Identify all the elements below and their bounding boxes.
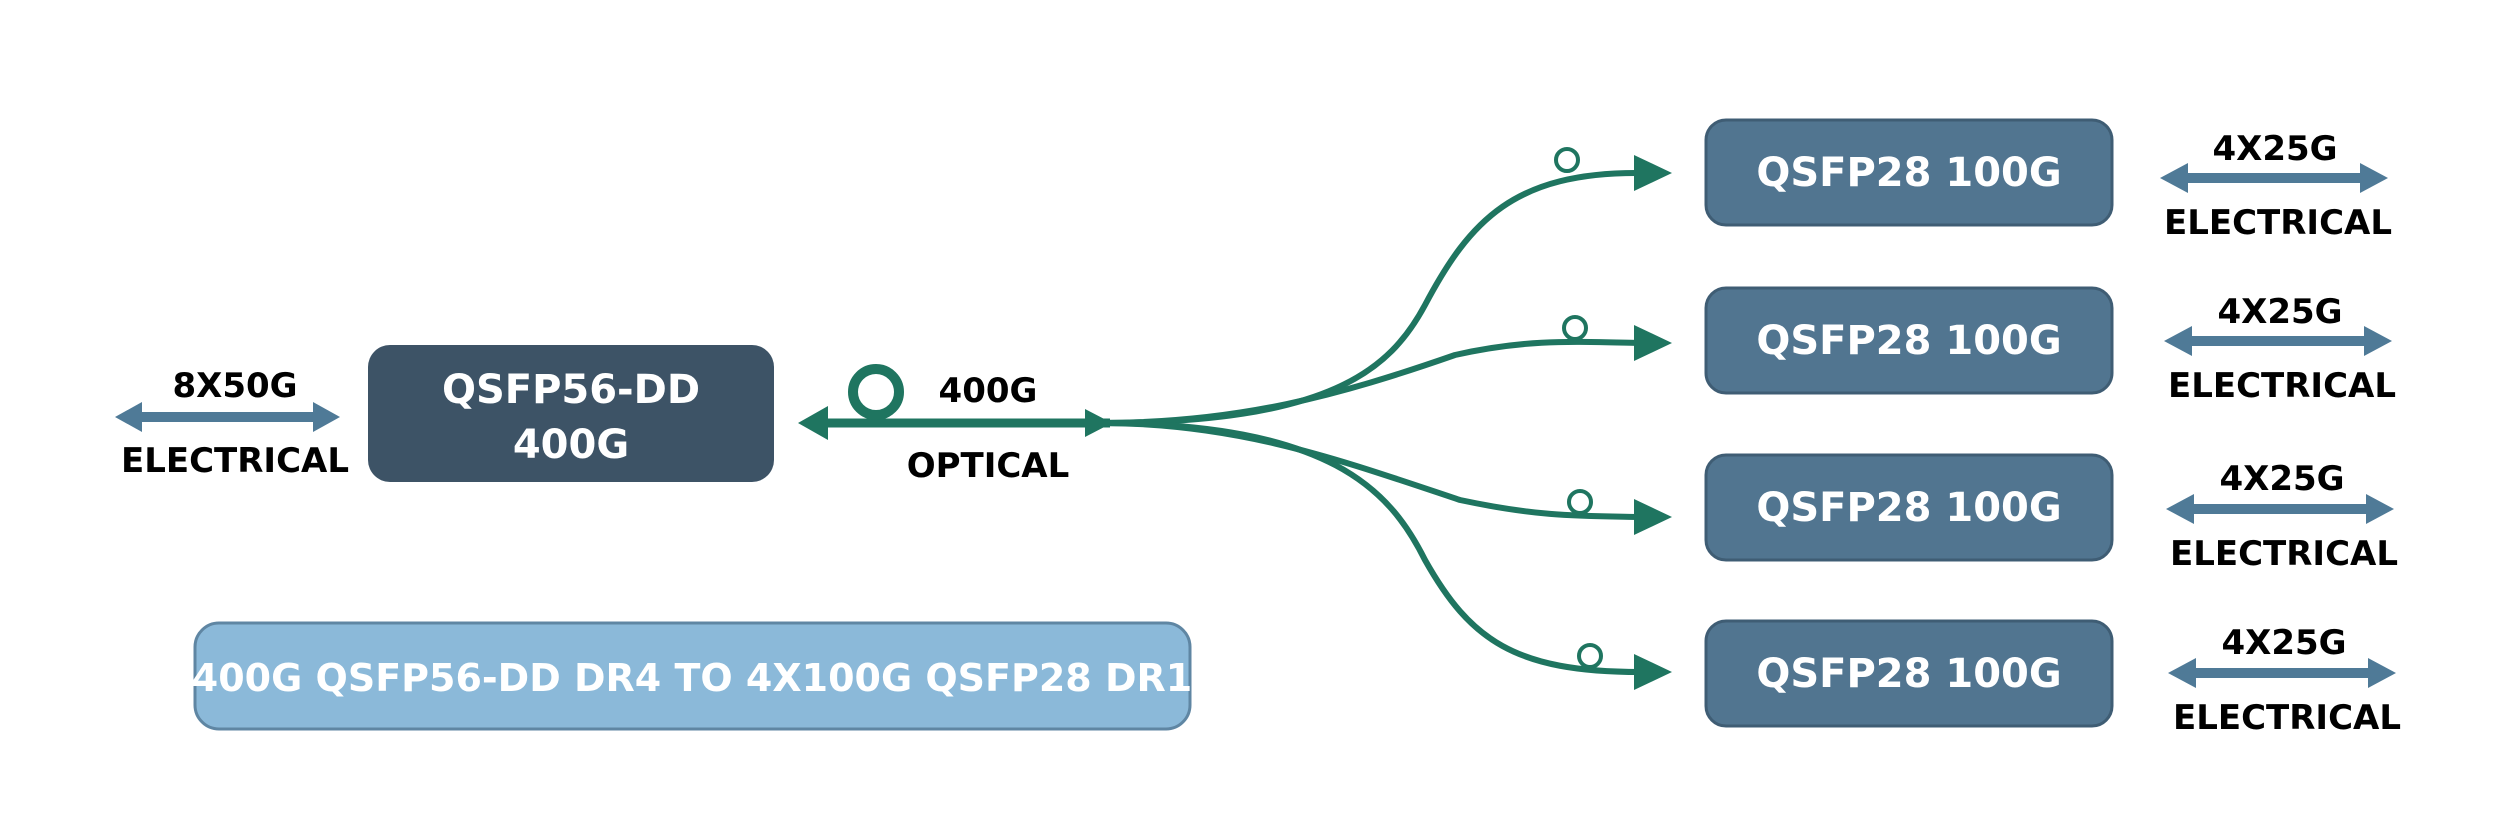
breakout-module-2: QSFP28 100G — [1704, 286, 2114, 395]
fiber-arrowheads — [1634, 155, 1672, 690]
breakout-module-1: QSFP28 100G — [1704, 118, 2114, 227]
right-electrical-rate: 4X25G — [2221, 623, 2346, 663]
right-electrical-rate: 4X25G — [2217, 292, 2342, 332]
title-banner-box — [193, 621, 1192, 731]
fiber-arrowhead-4 — [1634, 654, 1672, 690]
fiber-fanout — [1099, 169, 1641, 675]
main-module-name: QSFP56-DD — [442, 367, 700, 413]
right-electrical-type: ELECTRICAL — [2170, 534, 2398, 574]
right-electrical-interface-3: 4X25G ELECTRICAL — [2166, 459, 2398, 574]
breakout-module-label: QSFP28 100G — [1756, 318, 2061, 364]
breakout-module-label: QSFP28 100G — [1756, 485, 2061, 531]
fiber-ring-icon-4 — [1577, 643, 1603, 669]
right-electrical-type: ELECTRICAL — [2168, 366, 2396, 406]
main-module: QSFP56-DD 400G — [368, 345, 774, 482]
optical-type: OPTICAL — [907, 446, 1070, 486]
main-module-box — [368, 345, 774, 482]
right-electrical-interface-4: 4X25G ELECTRICAL — [2168, 623, 2401, 738]
fiber-arrowhead-2 — [1634, 325, 1672, 361]
right-electrical-arrow — [2168, 658, 2396, 688]
left-electrical-interface: 8X50G ELECTRICAL — [115, 366, 349, 481]
right-electrical-interface-2: 4X25G ELECTRICAL — [2164, 292, 2396, 406]
fiber-arrowhead-3 — [1634, 499, 1672, 535]
fiber-loop-icon — [848, 364, 904, 420]
fiber-branch-3 — [1099, 420, 1641, 520]
fiber-branch-4 — [1099, 420, 1641, 675]
main-module-speed: 400G — [513, 422, 629, 468]
optical-link: 400G OPTICAL — [798, 364, 1112, 486]
right-electrical-arrow — [2164, 326, 2392, 356]
breakout-module-box — [1704, 118, 2114, 227]
breakout-module-label: QSFP28 100G — [1756, 150, 2061, 196]
optical-left-arrowhead — [798, 406, 828, 440]
breakout-module-4: QSFP28 100G — [1704, 619, 2114, 728]
optical-right-arrowhead — [1085, 409, 1112, 437]
fiber-branch-2 — [1099, 338, 1641, 426]
breakout-module-box — [1704, 453, 2114, 562]
right-electrical-arrow — [2166, 494, 2394, 524]
right-electrical-type: ELECTRICAL — [2173, 698, 2401, 738]
left-electrical-type: ELECTRICAL — [121, 441, 349, 481]
fiber-ring-icon-2 — [1562, 315, 1588, 341]
left-electrical-rate: 8X50G — [172, 366, 297, 406]
fiber-connector-rings — [1554, 147, 1603, 669]
right-electrical-rate: 4X25G — [2219, 459, 2344, 499]
title-banner: 400G QSFP56-DD DR4 TO 4X100G QSFP28 DR1 — [192, 621, 1192, 731]
breakout-module-3: QSFP28 100G — [1704, 453, 2114, 562]
right-electrical-arrow — [2160, 163, 2388, 193]
right-electrical-interface-1: 4X25G ELECTRICAL — [2160, 129, 2392, 243]
optical-rate: 400G — [939, 371, 1038, 411]
fiber-arrowhead-1 — [1634, 155, 1672, 191]
left-electrical-arrow — [115, 402, 340, 432]
right-electrical-type: ELECTRICAL — [2164, 203, 2392, 243]
right-electrical-rate: 4X25G — [2212, 129, 2337, 169]
breakout-module-box — [1704, 286, 2114, 395]
breakout-module-box — [1704, 619, 2114, 728]
fiber-ring-icon-1 — [1554, 147, 1580, 173]
fiber-ring-icon-3 — [1567, 489, 1593, 515]
title-banner-text: 400G QSFP56-DD DR4 TO 4X100G QSFP28 DR1 — [192, 656, 1192, 700]
breakout-module-label: QSFP28 100G — [1756, 651, 2061, 697]
